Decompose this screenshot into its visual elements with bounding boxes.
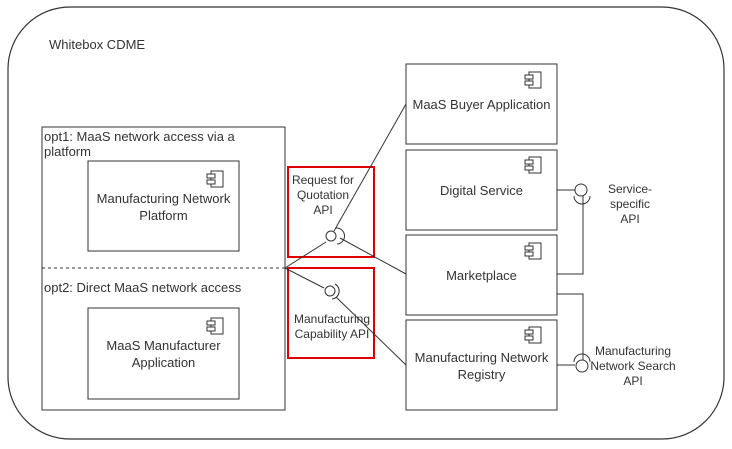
connector-rfq-to-marketplace: [339, 237, 407, 275]
interface-manufacturing-network-search[interactable]: [573, 353, 591, 373]
highlight-manufacturing-capability-api: [287, 267, 375, 359]
component-icon: [524, 156, 542, 174]
connector-rfq-to-buyer: [333, 103, 407, 232]
component-label: MaaS Buyer Application: [412, 97, 551, 112]
interface-manufacturing-capability[interactable]: [324, 283, 340, 300]
opt2-label: opt2: Direct MaaS network access: [44, 280, 242, 295]
container-title: Whitebox CDME: [49, 37, 146, 52]
connector-capability-to-registry: [335, 296, 407, 366]
interface-request-for-quotation[interactable]: [325, 227, 345, 245]
interface-label-manufacturing-network-search: Manufacturing Network Search API: [590, 344, 676, 388]
connector-marketplace-to-service-api: [557, 196, 584, 275]
component-icon: [206, 317, 224, 335]
connector-marketplace-to-search-api: [557, 293, 584, 360]
component-label: Digital Service: [439, 183, 524, 198]
interface-label-manufacturing-capability: Manufacturing Capability API: [293, 312, 371, 341]
connector-fragment-to-rfq: [284, 241, 327, 269]
component-icon: [524, 242, 542, 260]
highlight-request-for-quotation-api: [287, 166, 375, 258]
component-label: MaaS Manufacturer Application: [106, 338, 221, 370]
component-icon: [524, 326, 542, 344]
component-label: Manufacturing Network Platform: [96, 191, 231, 223]
connector-fragment-to-capability: [284, 267, 325, 289]
interface-label-request-for-quotation: Request for Quotation API: [291, 173, 355, 217]
component-icon: [524, 71, 542, 89]
interface-label-service-specific: Service-specific API: [607, 182, 652, 226]
component-label: Marketplace: [446, 268, 517, 283]
whitebox-cdme-container: [7, 6, 725, 440]
component-label: Manufacturing Network Registry: [414, 350, 549, 382]
opt1-label: opt1: MaaS network access via a platform: [44, 129, 235, 159]
component-icon: [206, 170, 224, 188]
interface-service-specific[interactable]: [573, 183, 591, 205]
